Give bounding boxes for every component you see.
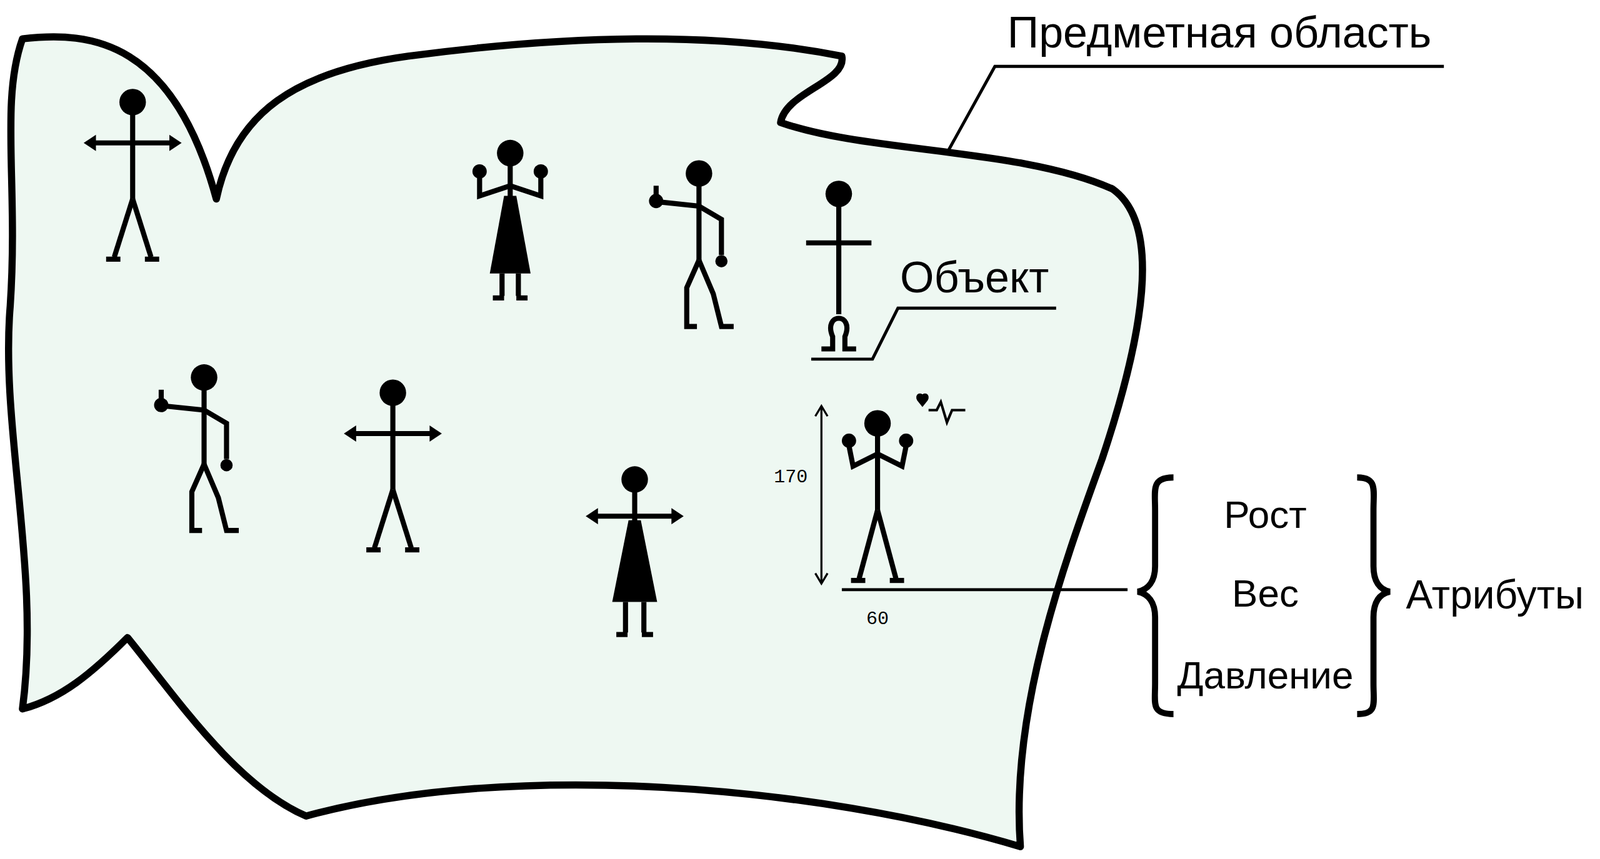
group-label: Атрибуты xyxy=(1406,575,1585,615)
brace xyxy=(1356,477,1390,715)
person-figure xyxy=(154,364,240,531)
brace xyxy=(1137,477,1174,715)
dimension-label: 60 xyxy=(866,610,889,629)
attribute-name: Давление xyxy=(1176,656,1354,695)
object-label: Объект xyxy=(900,255,1049,300)
person-figure xyxy=(343,380,442,551)
region-label: Предметная область xyxy=(1007,10,1432,55)
person-figure xyxy=(585,466,684,635)
person-figure xyxy=(648,160,734,327)
leader-line xyxy=(841,588,1128,592)
subject-area-outline xyxy=(8,36,1143,847)
leader-line xyxy=(946,66,1444,154)
person-figure xyxy=(83,88,182,260)
leader-line xyxy=(811,308,1057,360)
person-figure xyxy=(472,140,549,299)
pulse-icon xyxy=(917,395,965,423)
person-figure xyxy=(841,410,914,581)
dimension-label: 170 xyxy=(773,468,808,487)
person-figure xyxy=(806,180,872,349)
attribute-name: Вес xyxy=(1231,574,1299,614)
height-dimension xyxy=(815,406,828,584)
attribute-name: Рост xyxy=(1223,495,1307,535)
